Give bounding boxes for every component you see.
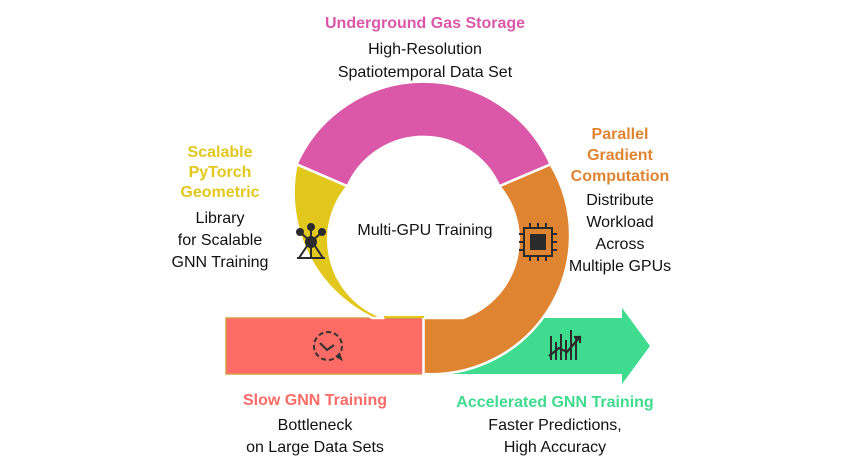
- left-desc-3: GNN Training: [171, 254, 269, 271]
- left-desc-2: for Scalable: [177, 232, 263, 249]
- ring-segment-pink: [294, 80, 553, 188]
- left-title-3: Geometric: [180, 184, 260, 201]
- rising-chart-icon: [548, 330, 582, 360]
- top-desc-1: High-Resolution: [368, 41, 482, 58]
- slow-training-bar: [225, 317, 426, 375]
- right-desc-3: Across: [595, 236, 645, 253]
- left-title-1: Scalable: [187, 144, 253, 161]
- bottom-right-desc-2: High Accuracy: [503, 439, 607, 456]
- gpu-chip-icon: [519, 223, 557, 261]
- bottom-left-desc-2: on Large Data Sets: [246, 439, 384, 456]
- right-title-2: Gradient: [587, 147, 653, 164]
- top-desc-2: Spatiotemporal Data Set: [337, 64, 513, 81]
- bottom-right-title: Accelerated GNN Training: [456, 394, 654, 411]
- right-desc-4: Multiple GPUs: [568, 258, 672, 275]
- bottom-left-title: Slow GNN Training: [242, 392, 387, 409]
- bottom-right-desc-1: Faster Predictions,: [488, 417, 622, 434]
- ring-segment-orange: [422, 162, 572, 376]
- ring-base-patch: [384, 316, 424, 318]
- right-desc-2: Workload: [586, 214, 654, 231]
- right-desc-1: Distribute: [586, 192, 654, 209]
- bottom-left-desc-1: Bottleneck: [277, 417, 353, 434]
- atom-network-icon: [296, 223, 326, 259]
- center-label: Multi-GPU Training: [357, 222, 493, 239]
- right-title-1: Parallel: [591, 126, 649, 143]
- slow-gauge-icon: [313, 331, 343, 362]
- left-desc-1: Library: [195, 210, 245, 227]
- top-title: Underground Gas Storage: [324, 15, 526, 32]
- right-title-3: Computation: [570, 168, 670, 185]
- left-title-2: PyTorch: [188, 164, 252, 181]
